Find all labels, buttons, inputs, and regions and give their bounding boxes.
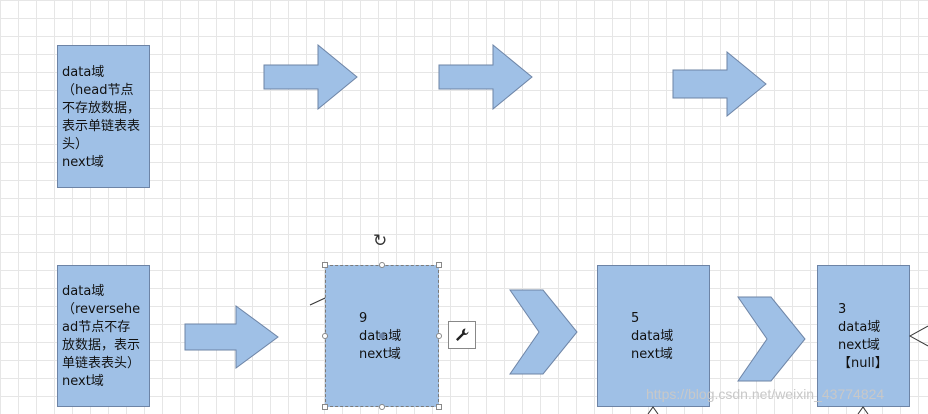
- arrow-icon: [263, 44, 358, 110]
- connector-arrowhead: [857, 406, 869, 414]
- wrench-icon: [456, 328, 469, 341]
- chevron-arrow-icon: [509, 289, 578, 375]
- node-5-text: 5 data域 next域: [631, 311, 674, 362]
- head-node[interactable]: data域 （head节点 不存放数据， 表示单链表表 头） next域: [57, 45, 150, 188]
- connector-arrowhead: [647, 406, 659, 414]
- rotate-icon[interactable]: ↻: [373, 231, 388, 251]
- reverse-head-node-text: data域 （reversehe ad节点不存 放数据，表示 单链表表头） ne…: [62, 284, 141, 389]
- resize-handle[interactable]: [436, 262, 442, 268]
- arrow-icon: [672, 51, 767, 117]
- resize-handle[interactable]: [322, 404, 328, 410]
- node-9-text: 9 data域 next域: [359, 311, 401, 362]
- head-node-text: data域 （head节点 不存放数据， 表示单链表表 头） next域: [62, 65, 141, 170]
- resize-handle[interactable]: [436, 333, 442, 339]
- resize-handle[interactable]: [436, 404, 442, 410]
- resize-handle[interactable]: [379, 404, 385, 410]
- resize-handle[interactable]: [322, 333, 328, 339]
- chevron-arrow-icon: [737, 296, 806, 382]
- resize-handle[interactable]: [379, 262, 385, 268]
- arrow-icon: [184, 305, 279, 369]
- reverse-head-node[interactable]: data域 （reversehe ad节点不存 放数据，表示 单链表表头） ne…: [57, 265, 150, 407]
- node-3-text: 3 data域 next域 【null】: [838, 302, 888, 371]
- connector-arrowhead: [908, 325, 928, 347]
- node-5[interactable]: 5 data域 next域: [597, 265, 710, 407]
- node-3[interactable]: 3 data域 next域 【null】: [817, 265, 910, 407]
- center-handle[interactable]: [379, 333, 385, 339]
- resize-handle[interactable]: [322, 262, 328, 268]
- watermark-text: https://blog.csdn.net/weixin_43774824: [646, 386, 885, 402]
- arrow-icon: [438, 44, 533, 110]
- wrench-button[interactable]: [448, 321, 476, 349]
